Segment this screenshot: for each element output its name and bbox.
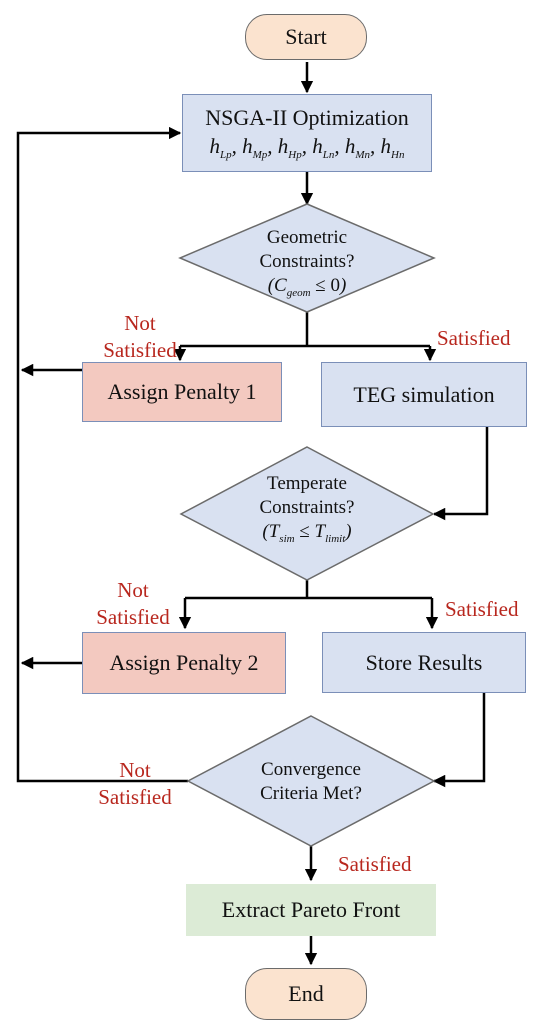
teg-simulation-box: TEG simulation bbox=[321, 362, 527, 427]
nsga-optimization-box: NSGA-II Optimization hLp, hMp, hHp, hLn,… bbox=[182, 94, 432, 172]
start-terminal: Start bbox=[245, 14, 367, 60]
geometric-constraints-text: Geometric Constraints? (Cgeom ≤ 0) bbox=[207, 226, 407, 300]
temperate-condition: (Tsim ≤ Tlimit) bbox=[262, 520, 352, 545]
not-satisfied-label-3: Not Satisfied bbox=[98, 758, 172, 810]
store-results-box: Store Results bbox=[322, 632, 526, 693]
temperate-constraints-diamond bbox=[179, 446, 435, 581]
extract-pareto-front-box: Extract Pareto Front bbox=[186, 884, 436, 936]
geometric-line1: Geometric bbox=[266, 227, 348, 248]
optimization-title: NSGA-II Optimization bbox=[205, 104, 409, 130]
penalty1-label: Assign Penalty 1 bbox=[107, 379, 257, 404]
store-label: Store Results bbox=[365, 649, 483, 675]
satisfied-label-3: Satisfied bbox=[338, 852, 412, 876]
assign-penalty-2-box: Assign Penalty 2 bbox=[82, 632, 286, 694]
teg-label: TEG simulation bbox=[353, 381, 495, 407]
satisfied-label-1: Satisfied bbox=[437, 326, 511, 350]
temperate-line2: Constraints? bbox=[259, 496, 355, 518]
variable: hLp bbox=[209, 133, 232, 162]
convergence-criteria-text: Convergence Criteria Met? bbox=[221, 758, 401, 806]
loop-back-line bbox=[16, 126, 188, 783]
convergence-line1: Convergence bbox=[261, 759, 361, 780]
variable: hHp bbox=[277, 133, 302, 162]
convergence-criteria-diamond bbox=[186, 715, 436, 847]
arrow-store-to-convergence bbox=[432, 693, 486, 788]
temperate-line1: Temperate bbox=[267, 473, 347, 494]
penalty2-label: Assign Penalty 2 bbox=[109, 650, 259, 675]
variable: hLn bbox=[312, 133, 335, 162]
geometric-line2: Constraints? bbox=[259, 250, 355, 272]
start-label: Start bbox=[285, 24, 327, 49]
variable: hHn bbox=[380, 133, 405, 162]
pareto-label: Extract Pareto Front bbox=[221, 897, 401, 922]
arrow-teg-to-temperate bbox=[432, 427, 489, 521]
variable: hMn bbox=[344, 133, 371, 162]
end-terminal: End bbox=[245, 968, 367, 1020]
not-satisfied-label-2: Not Satisfied bbox=[96, 578, 170, 630]
convergence-line2: Criteria Met? bbox=[260, 782, 362, 804]
variable: hMp bbox=[242, 133, 268, 162]
satisfied-label-2: Satisfied bbox=[445, 597, 519, 621]
end-label: End bbox=[288, 981, 324, 1006]
decision-variables: hLp, hMp, hHp, hLn, hMn, hHn bbox=[209, 133, 405, 162]
assign-penalty-1-box: Assign Penalty 1 bbox=[82, 362, 282, 422]
geometric-constraints-diamond bbox=[178, 203, 436, 313]
branch-geometric bbox=[180, 310, 430, 348]
temperate-constraints-text: Temperate Constraints? (Tsim ≤ Tlimit) bbox=[197, 472, 417, 546]
geometric-condition: (Cgeom ≤ 0) bbox=[267, 274, 347, 299]
branch-temperate bbox=[185, 580, 432, 600]
not-satisfied-label-1: Not Satisfied bbox=[103, 311, 177, 363]
